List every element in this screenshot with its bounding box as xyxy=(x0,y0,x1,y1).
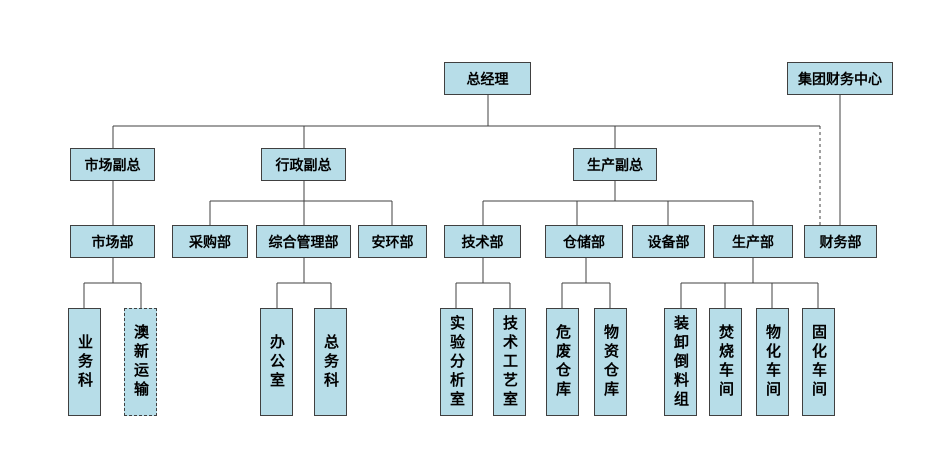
lab-room-box: 实验分析室 xyxy=(440,308,473,416)
lab-room-label: 实验分析室 xyxy=(448,314,466,410)
physchem-workshop-label: 物化车间 xyxy=(764,324,782,400)
aoxin-transport-box: 澳新运输 xyxy=(124,308,157,416)
admin-vp-box: 行政副总 xyxy=(261,148,346,181)
group-finance-label: 集团财务中心 xyxy=(798,71,882,88)
physchem-workshop-box: 物化车间 xyxy=(756,308,789,416)
solidification-workshop-label: 固化车间 xyxy=(810,324,828,400)
general-affairs-label: 总务科 xyxy=(322,333,340,391)
general-affairs-box: 总务科 xyxy=(314,308,347,416)
safety-env-dept-box: 安环部 xyxy=(358,225,427,258)
materials-warehouse-label: 物资仓库 xyxy=(602,324,620,400)
purchase-dept-label: 采购部 xyxy=(189,234,231,251)
prod-vp-box: 生产副总 xyxy=(573,148,657,181)
finance-dept-label: 财务部 xyxy=(819,234,862,251)
market-vp-label: 市场副总 xyxy=(84,157,141,174)
ceo-label: 总经理 xyxy=(466,71,509,88)
office-box: 办公室 xyxy=(260,308,293,416)
tech-process-room-box: 技术工艺室 xyxy=(493,308,526,416)
loading-team-box: 装卸倒料组 xyxy=(664,308,697,416)
incineration-workshop-label: 焚烧车间 xyxy=(717,324,735,400)
safety-env-dept-label: 安环部 xyxy=(371,234,414,251)
materials-warehouse-box: 物资仓库 xyxy=(594,308,627,416)
tech-dept-label: 技术部 xyxy=(461,234,504,251)
production-dept-label: 生产部 xyxy=(732,234,774,251)
tech-dept-box: 技术部 xyxy=(444,225,521,258)
hazwaste-warehouse-box: 危废仓库 xyxy=(546,308,579,416)
incineration-workshop-box: 焚烧车间 xyxy=(709,308,742,416)
admin-vp-label: 行政副总 xyxy=(275,157,332,174)
business-section-box: 业务科 xyxy=(68,308,101,416)
market-dept-box: 市场部 xyxy=(70,225,155,258)
aoxin-transport-label: 澳新运输 xyxy=(132,324,150,400)
storage-dept-label: 仓储部 xyxy=(563,234,605,251)
market-vp-box: 市场副总 xyxy=(70,148,155,181)
business-section-label: 业务科 xyxy=(76,333,94,391)
general-mgmt-dept-label: 综合管理部 xyxy=(268,234,339,251)
purchase-dept-box: 采购部 xyxy=(172,225,248,258)
ceo-box: 总经理 xyxy=(444,62,531,95)
finance-dept-box: 财务部 xyxy=(804,225,877,258)
equipment-dept-label: 设备部 xyxy=(647,234,690,251)
prod-vp-label: 生产副总 xyxy=(587,157,643,174)
equipment-dept-box: 设备部 xyxy=(632,225,705,258)
solidification-workshop-box: 固化车间 xyxy=(802,308,835,416)
tech-process-room-label: 技术工艺室 xyxy=(501,314,519,410)
office-label: 办公室 xyxy=(268,333,286,391)
loading-team-label: 装卸倒料组 xyxy=(672,314,690,410)
hazwaste-warehouse-label: 危废仓库 xyxy=(554,324,572,400)
general-mgmt-dept-box: 综合管理部 xyxy=(256,225,351,258)
storage-dept-box: 仓储部 xyxy=(545,225,623,258)
production-dept-box: 生产部 xyxy=(713,225,793,258)
market-dept-label: 市场部 xyxy=(91,234,134,251)
group-finance-box: 集团财务中心 xyxy=(787,62,893,95)
